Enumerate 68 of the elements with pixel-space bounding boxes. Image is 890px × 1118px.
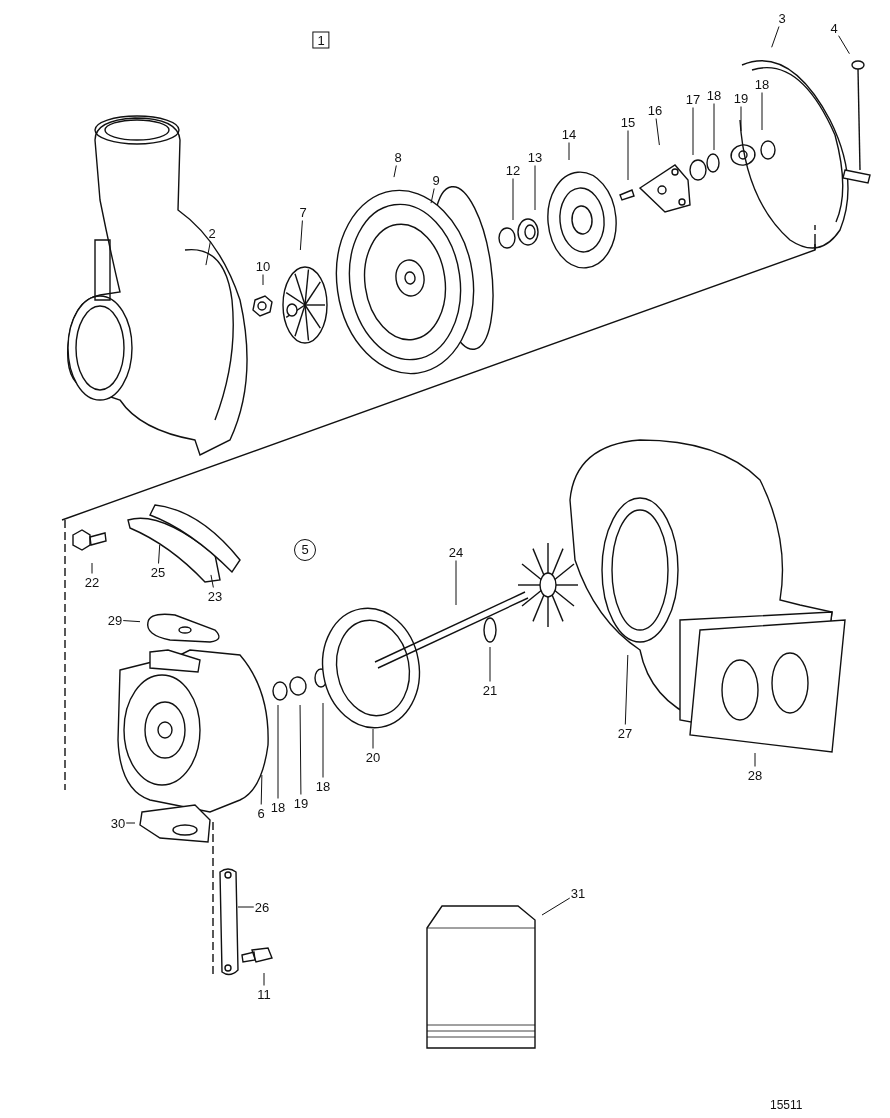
callout-number: 6 [257, 805, 265, 821]
callout-number: 11 [257, 986, 271, 1002]
callout-number: 15 [620, 114, 636, 130]
callout-number: 14 [561, 126, 577, 142]
callout-number: 18 [706, 87, 722, 103]
leader-line [262, 274, 264, 286]
callout-number: 26 [254, 899, 270, 915]
leader-line [260, 774, 263, 805]
leader-line [158, 544, 161, 564]
leader-line [541, 897, 571, 916]
callout-number: 13 [527, 149, 543, 165]
leader-line [512, 178, 514, 221]
leader-line [692, 107, 694, 156]
leader-line [393, 165, 397, 178]
callout-number: 18 [270, 799, 286, 815]
callout-number: 22 [84, 574, 100, 590]
callout-number: 21 [482, 682, 498, 698]
leader-line [568, 142, 570, 161]
callout-number: 25 [150, 564, 166, 580]
callout-number: 31 [570, 885, 586, 901]
callout-number: 10 [255, 258, 271, 274]
leader-line [624, 654, 629, 725]
drawing-number: 15511 [770, 1098, 803, 1112]
leader-line [713, 103, 715, 151]
callout-number: 3 [778, 10, 786, 26]
callout-number: 18 [754, 76, 770, 92]
leader-line [430, 188, 435, 204]
leader-line [455, 560, 457, 606]
callout-number: 19 [733, 90, 749, 106]
leader-line [489, 646, 491, 682]
leader-line [205, 241, 211, 266]
parts-packet-drawing [426, 905, 536, 1049]
callout-number: 16 [647, 102, 663, 118]
callout-number: 18 [315, 778, 331, 794]
leader-line [771, 26, 780, 48]
callout-number: 2 [208, 225, 216, 241]
leader-line [125, 822, 136, 824]
callout-number: 12 [505, 162, 521, 178]
callout-number: 23 [207, 588, 223, 604]
callout-number: 30 [110, 815, 126, 831]
callout-number: 24 [448, 544, 464, 560]
leader-line [91, 562, 93, 574]
leader-line [299, 704, 302, 795]
callout-number: 4 [830, 20, 838, 36]
callout-number: 7 [299, 204, 307, 220]
callout-number: 28 [747, 767, 763, 783]
leader-line [237, 906, 255, 908]
leader-line [655, 118, 660, 146]
leader-line [534, 165, 536, 211]
callout-number: 27 [617, 725, 633, 741]
callout-number: 29 [107, 612, 123, 628]
leader-line [122, 620, 141, 623]
leader-line [838, 35, 850, 55]
leader-line [761, 92, 763, 131]
leader-line [299, 220, 303, 251]
leader-line [277, 704, 279, 799]
callout-number: 9 [432, 172, 440, 188]
callout-number: 17 [685, 91, 701, 107]
callout-number: 20 [365, 749, 381, 765]
callout-number: 19 [293, 795, 309, 811]
leader-line [322, 702, 324, 778]
leader-line [740, 106, 742, 132]
leader-line [263, 972, 265, 986]
leader-line [754, 752, 756, 767]
leader-line [627, 130, 629, 181]
callout-number: 8 [394, 149, 402, 165]
leader-line [210, 574, 214, 588]
leader-line [372, 728, 374, 749]
